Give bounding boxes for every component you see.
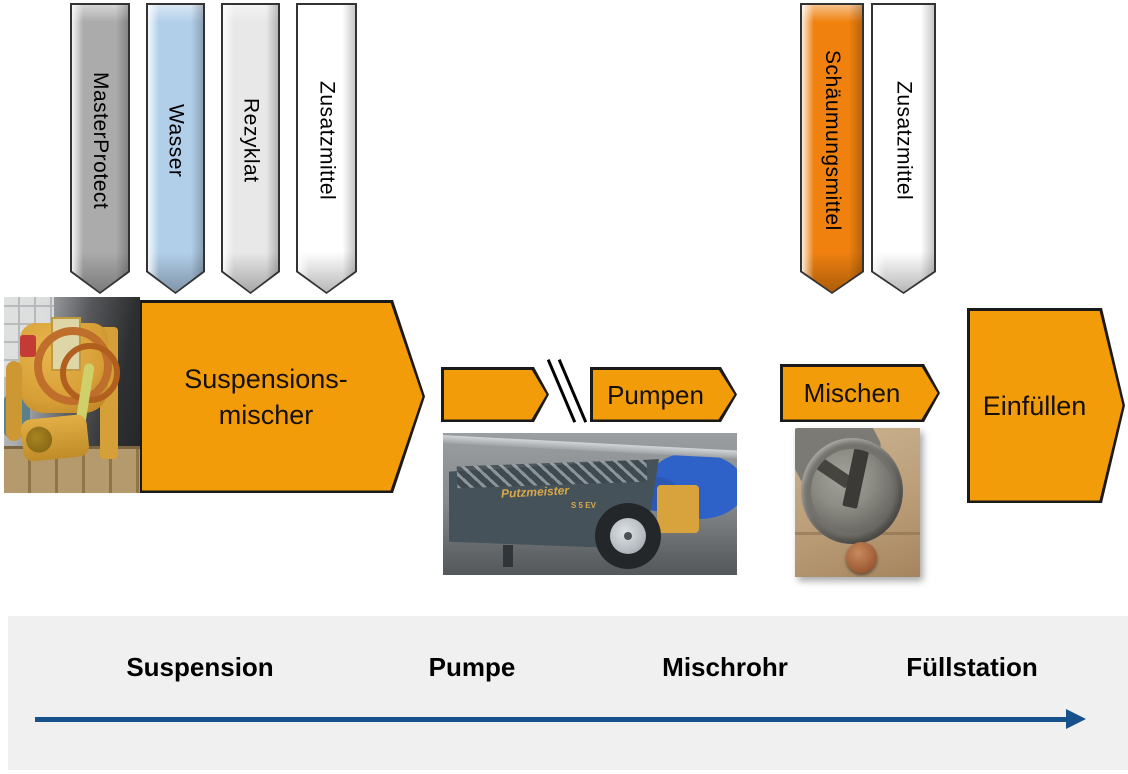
mischen-label: Mischen — [803, 378, 901, 408]
process-arrow-pumpen: Pumpen — [590, 367, 737, 422]
einfuellen-label: Einfüllen — [982, 390, 1087, 421]
station-label-fuellstation: Füllstation — [906, 652, 1038, 682]
process-arrow-suspensionsmischer: Suspensions- mischer — [139, 300, 425, 493]
red-plug-shape — [20, 335, 36, 357]
timeline-arrow-head — [1066, 709, 1086, 729]
input-arrow-masterprotect-fill: MasterProtect — [72, 5, 128, 292]
mixing-tube-photo — [795, 428, 920, 577]
suspensionsmischer-label-line2: mischer — [218, 399, 314, 430]
input-arrow-zusatzmittel-right-fill: Zusatzmittel — [873, 5, 934, 292]
process-arrow-einfuellen: Einfüllen — [967, 308, 1125, 503]
timeline-band: Suspension Pumpe Mischrohr Füllstation — [8, 616, 1128, 770]
coin-shape — [846, 542, 877, 573]
process-arrow-mischen-fill: Mischen — [783, 367, 938, 420]
station-label-pumpe: Pumpe — [428, 652, 516, 682]
wheel-hub-shape — [610, 518, 646, 554]
process-arrow-suspensionsmischer-fill: Suspensions- mischer — [142, 303, 423, 491]
suspensionsmischer-label-line1: Suspensions- — [184, 363, 348, 394]
putzmeister-pump-photo: Putzmeister S 5 EV — [443, 433, 737, 575]
input-arrow-schaeumungsmittel-fill: Schäumungsmittel — [802, 5, 862, 292]
input-arrow-masterprotect: MasterProtect — [70, 3, 130, 294]
mixer-pipes-shape — [6, 361, 22, 441]
pumpen-label: Pumpen — [607, 379, 704, 410]
input-arrow-zusatzmittel-left-label: Zusatzmittel — [315, 80, 339, 201]
tube-inner-shape — [811, 449, 893, 533]
suspension-mixer-photo — [4, 297, 140, 493]
motor-shape — [19, 413, 91, 463]
input-arrow-masterprotect-label: MasterProtect — [89, 71, 112, 210]
process-arrow-einfuellen-fill: Einfüllen — [970, 311, 1123, 501]
input-arrow-wasser-label: Wasser — [164, 103, 188, 178]
pump-handlebar-shape — [443, 434, 737, 460]
input-arrow-zusatzmittel-right-label: Zusatzmittel — [892, 80, 916, 201]
input-arrow-zusatzmittel-right: Zusatzmittel — [871, 3, 936, 294]
process-arrow-connector — [441, 367, 549, 422]
input-arrow-schaeumungsmittel: Schäumungsmittel — [800, 3, 864, 294]
input-arrow-rezyklat-label: Rezyklat — [239, 98, 263, 183]
station-label-suspension: Suspension — [126, 652, 274, 682]
input-arrow-zusatzmittel-left: Zusatzmittel — [296, 3, 357, 294]
pump-leg-shape — [503, 545, 513, 567]
timeline-arrow-line — [35, 717, 1068, 722]
input-arrow-rezyklat: Rezyklat — [221, 3, 280, 294]
cable-coil-2-shape — [60, 343, 120, 403]
station-label-mischrohr: Mischrohr — [662, 652, 788, 682]
input-arrow-zusatzmittel-left-fill: Zusatzmittel — [298, 5, 355, 292]
process-arrow-connector-fill — [444, 370, 547, 420]
input-arrow-rezyklat-fill: Rezyklat — [223, 5, 278, 292]
pump-model-text: S 5 EV — [571, 501, 596, 510]
process-arrow-mischen: Mischen — [780, 364, 940, 422]
process-arrow-pumpen-fill: Pumpen — [593, 370, 735, 420]
input-arrow-wasser-fill: Wasser — [148, 5, 203, 292]
input-arrow-schaeumungsmittel-label: Schäumungsmittel — [821, 50, 844, 231]
pump-engine-shape — [657, 485, 699, 533]
input-arrow-wasser: Wasser — [146, 3, 205, 294]
